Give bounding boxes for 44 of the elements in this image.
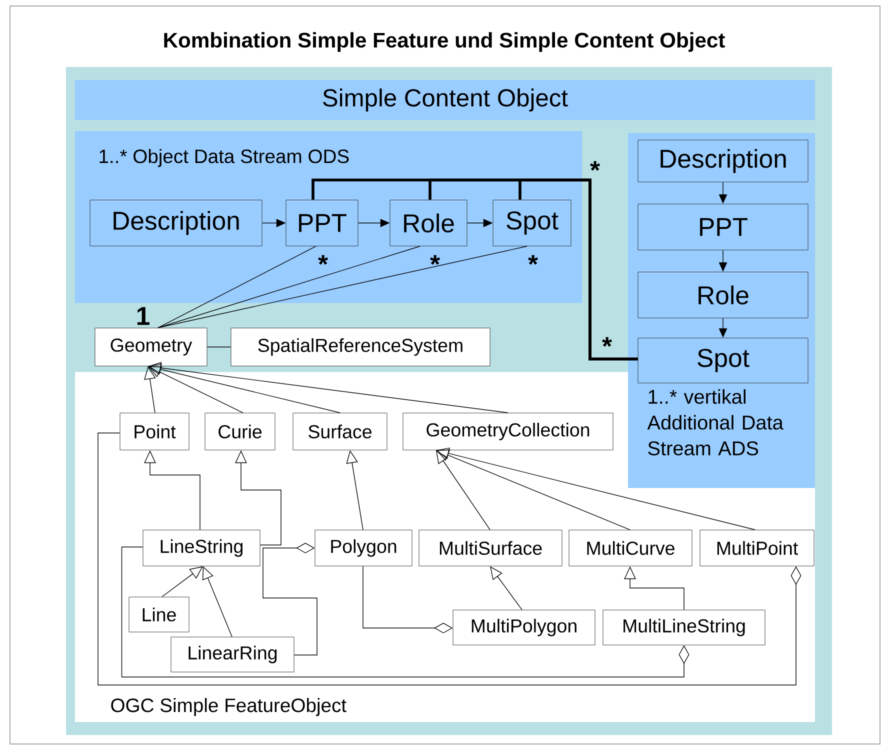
class-box: MultiLineString (602, 610, 766, 646)
class-box: Point (120, 412, 190, 450)
class-box: LinearRing (170, 636, 294, 672)
association-line (206, 346, 232, 348)
multiplicity-label: * (602, 337, 612, 347)
class-box: LineString (142, 530, 260, 566)
class-box: Polygon (314, 530, 412, 566)
class-box: SpatialReferenceSystem (230, 328, 490, 366)
multiplicity-label: * (590, 161, 600, 171)
aggregation-line (121, 546, 690, 678)
multiplicity-label: 1 (137, 307, 150, 325)
panel-heading: 1..* vertikal Additional Data Stream ADS (647, 389, 784, 456)
class-box: Description (638, 140, 808, 182)
class-box: GeometryCollection (402, 412, 614, 450)
generalization-arrow (162, 566, 203, 598)
panel-heading: OGC Simple FeatureObject (111, 698, 346, 716)
header-band: Simple Content Object (74, 80, 816, 120)
class-box: Spot (638, 338, 808, 384)
class-box: Curie (204, 412, 276, 450)
class-box: Geometry (94, 328, 208, 366)
class-box: Line (128, 596, 190, 632)
class-box: PPT (638, 204, 808, 250)
class-box: PPT (286, 200, 358, 246)
diagram-title: Kombination Simple Feature und Simple Content Object (164, 32, 725, 52)
association-line (518, 178, 638, 360)
panel-heading: 1..* Object Data Stream ODS (100, 149, 349, 167)
class-box: MultiSurface (418, 530, 562, 566)
aggregation-line (262, 542, 318, 656)
association-line (158, 246, 420, 328)
class-box: MultiCurve (568, 530, 692, 566)
class-box: Role (390, 200, 468, 246)
generalization-arrow (436, 450, 630, 530)
generalization-arrow (436, 448, 756, 530)
class-box: MultiPolygon (452, 610, 596, 646)
generalization-arrow (148, 364, 340, 414)
class-box: Role (638, 272, 808, 318)
association-line (158, 246, 528, 328)
aggregation-line (98, 432, 802, 686)
class-box: Description (90, 200, 262, 246)
class-box: Surface (292, 412, 388, 450)
class-box: Spot (492, 200, 572, 246)
generalization-arrow (148, 366, 244, 414)
class-box: MultiPoint (700, 530, 814, 566)
association-line (158, 246, 316, 328)
